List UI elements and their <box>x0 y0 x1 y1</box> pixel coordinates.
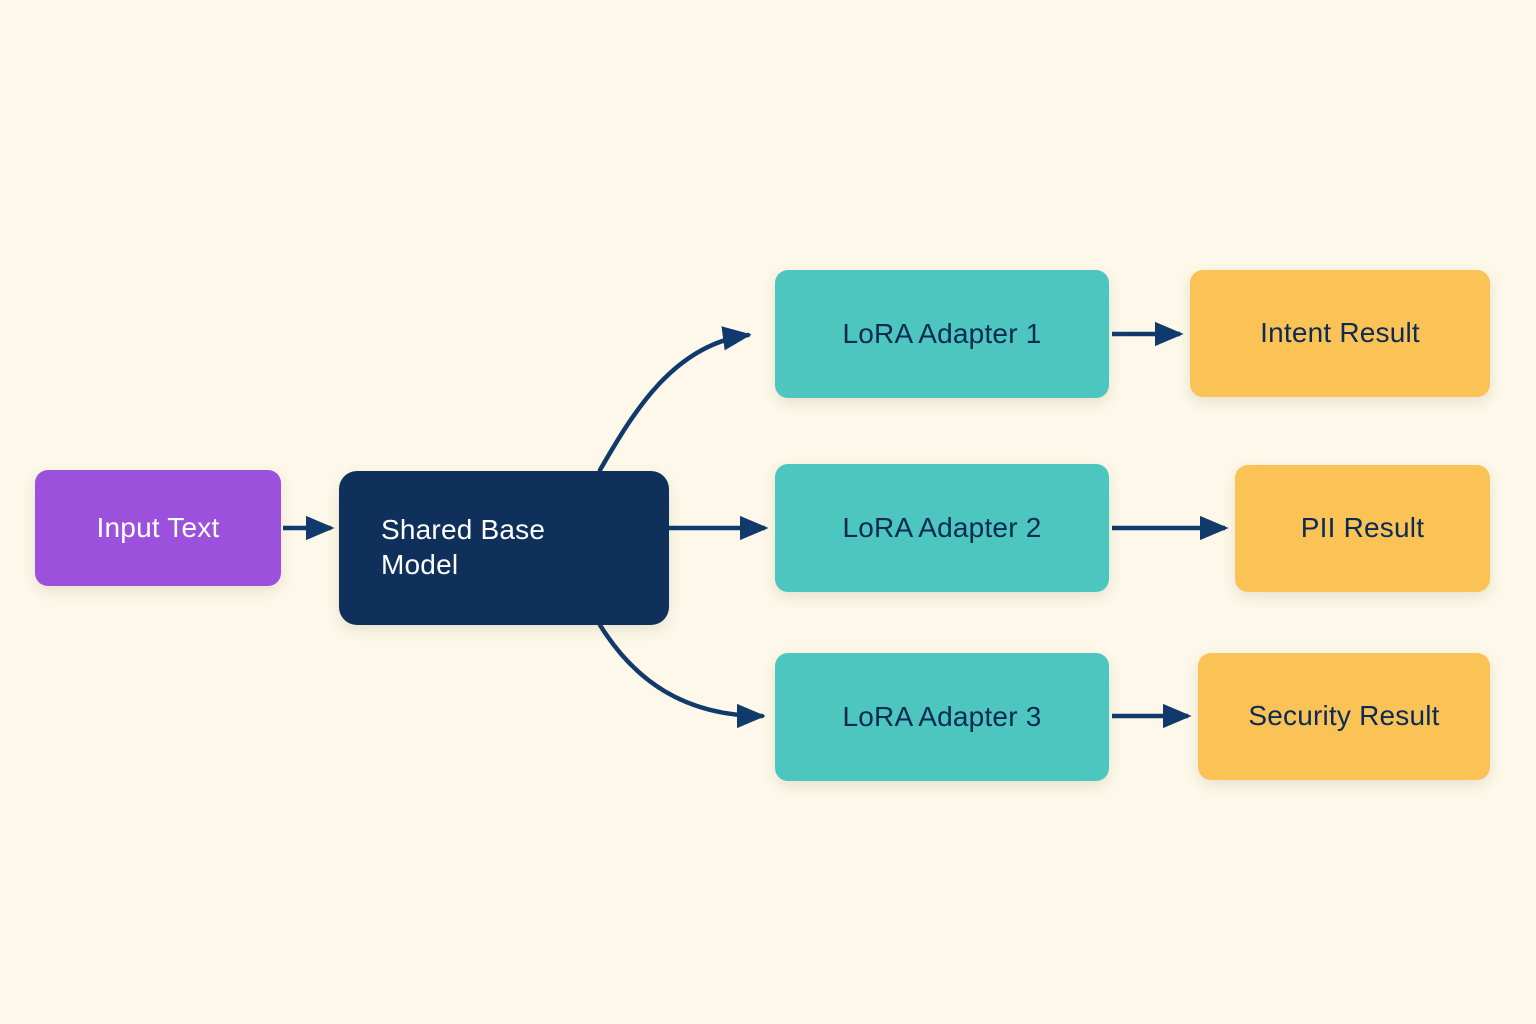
node-input-text[interactable]: Input Text <box>35 470 281 586</box>
node-lora-adapter-1[interactable]: LoRA Adapter 1 <box>775 270 1109 398</box>
node-pii-result[interactable]: PII Result <box>1235 465 1490 592</box>
node-lora-adapter-3[interactable]: LoRA Adapter 3 <box>775 653 1109 781</box>
node-lora-adapter-2-label: LoRA Adapter 2 <box>842 511 1042 543</box>
node-security-result-label: Security Result <box>1248 700 1440 732</box>
edge-base-to-adapter-1 <box>597 326 752 473</box>
node-intent-result-label: Intent Result <box>1260 317 1420 349</box>
node-pii-result-label: PII Result <box>1300 512 1425 544</box>
node-input-text-label: Input Text <box>96 511 220 543</box>
node-lora-adapter-3-label: LoRA Adapter 3 <box>842 700 1042 732</box>
node-lora-adapter-2[interactable]: LoRA Adapter 2 <box>775 464 1109 592</box>
node-security-result[interactable]: Security Result <box>1198 653 1490 780</box>
node-shared-base-model-line-1: Shared Base <box>381 514 546 546</box>
edge-base-to-adapter-3 <box>597 622 766 729</box>
node-lora-adapter-1-label: LoRA Adapter 1 <box>842 317 1042 349</box>
node-shared-base-model-line-2: Model <box>381 549 459 580</box>
node-intent-result[interactable]: Intent Result <box>1190 270 1490 397</box>
